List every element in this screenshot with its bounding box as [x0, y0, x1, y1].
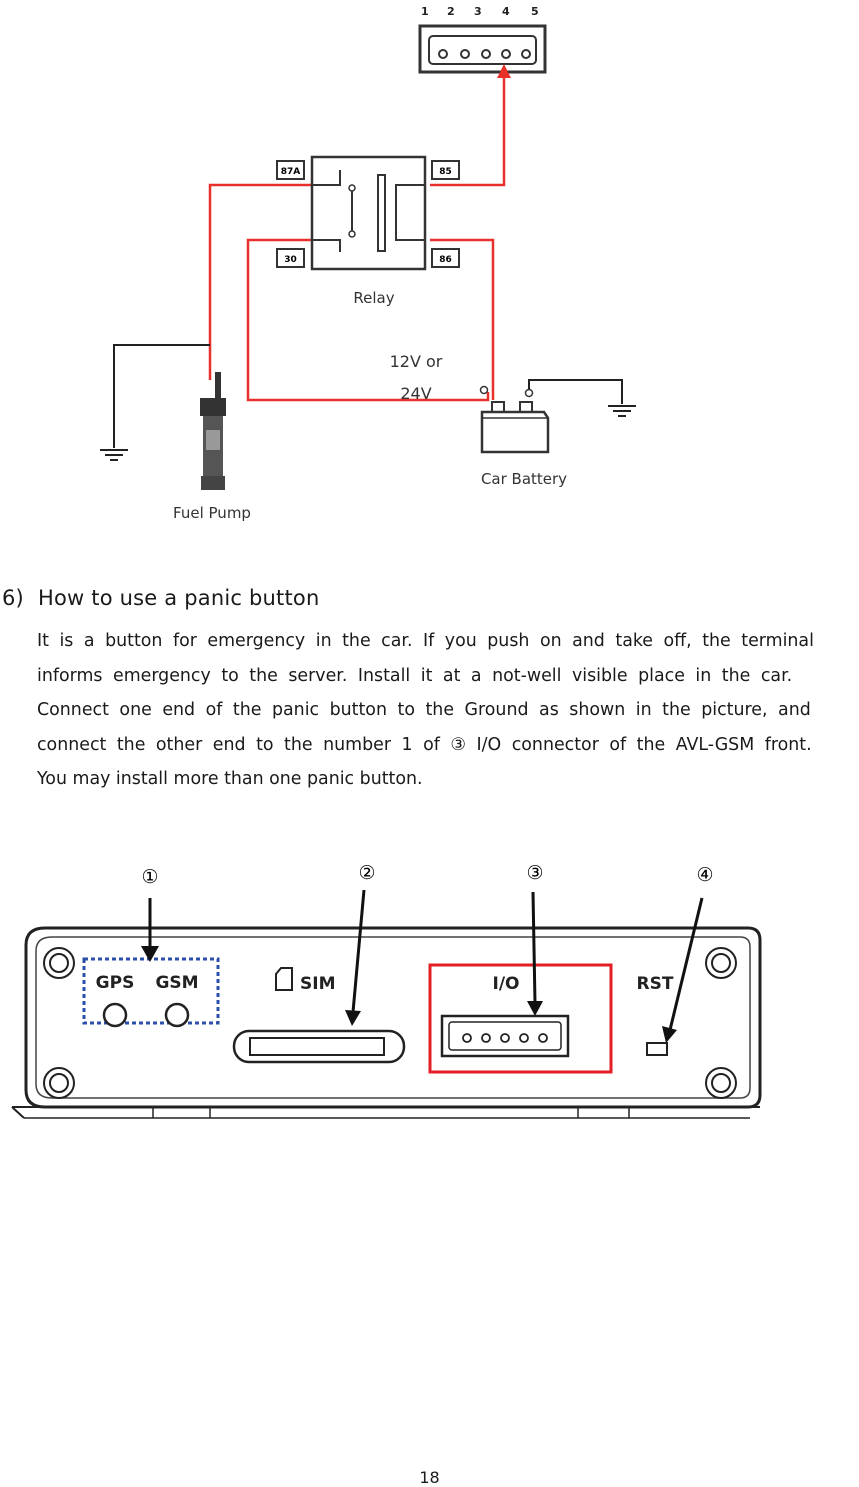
relay-terminal-30: 30: [284, 255, 297, 265]
io-label: I/O: [493, 974, 520, 994]
fuel-pump: Fuel Pump: [100, 344, 251, 522]
paragraph-line: It is a button for emergency in the car.…: [37, 631, 814, 651]
io-connector-top: 1 2 3 4 5: [418, 5, 547, 74]
pin-label-2: 2: [447, 5, 455, 18]
gsm-antenna-port: [164, 1002, 190, 1028]
callout-2: ②: [358, 862, 375, 884]
arrow-head-2: [345, 1010, 361, 1026]
pin-label-3: 3: [474, 5, 482, 18]
battery-label: Car Battery: [481, 470, 567, 488]
page-number: 18: [419, 1468, 440, 1487]
relay-label: Relay: [353, 289, 394, 307]
io-connector: [440, 1014, 570, 1058]
arrow-head-1: [141, 946, 159, 962]
fuel-pump-label: Fuel Pump: [173, 504, 251, 522]
callout-4: ④: [696, 864, 713, 886]
section-number: 6): [2, 586, 24, 610]
rst-label: RST: [637, 974, 674, 994]
section-paragraph: It is a button for emergency in the car.…: [37, 624, 859, 797]
callout-3: ③: [526, 862, 543, 884]
section-heading: 6) How to use a panic button: [0, 586, 319, 610]
gps-label: GPS: [96, 973, 135, 993]
sim-icon: [275, 967, 293, 991]
car-battery: Car Battery: [479, 379, 636, 488]
arrow-head-4: [662, 1026, 677, 1043]
wiring-diagram: 1 2 3 4 5 87A 85 30: [100, 5, 636, 522]
voltage-label-line2: 24V: [400, 384, 431, 403]
voltage-label-line1: 12V or: [390, 352, 443, 371]
relay-terminal-85: 85: [439, 167, 452, 177]
pin-label-1: 1: [421, 5, 429, 18]
callout-1: ①: [141, 866, 158, 888]
ground-icon: [608, 405, 636, 417]
pin-label-5: 5: [531, 5, 539, 18]
relay: 87A 85 30 86 Relay: [276, 155, 460, 307]
relay-terminal-86: 86: [439, 255, 452, 265]
paragraph-line: informs emergency to the server. Install…: [37, 665, 793, 686]
device-body: [11, 926, 762, 1119]
device-front-panel-diagram: ① ② ③ ④ GPS GSM SIM I/O: [11, 862, 762, 1119]
arrow-head-3: [527, 1001, 543, 1016]
paragraph-line: You may install more than one panic butt…: [37, 769, 423, 789]
pin-label-4: 4: [502, 5, 510, 18]
paragraph-line: connect the other end to the number 1 of…: [37, 734, 812, 755]
relay-terminal-87a: 87A: [281, 167, 301, 177]
io-highlight-box: [428, 963, 613, 1074]
section-title: How to use a panic button: [38, 586, 320, 610]
reset-button: [646, 1042, 668, 1056]
gsm-label: GSM: [155, 973, 198, 993]
gps-antenna-port: [102, 1002, 128, 1028]
paragraph-line: Connect one end of the panic button to t…: [37, 700, 811, 720]
sim-label: SIM: [300, 974, 336, 994]
ground-icon: [100, 449, 128, 461]
